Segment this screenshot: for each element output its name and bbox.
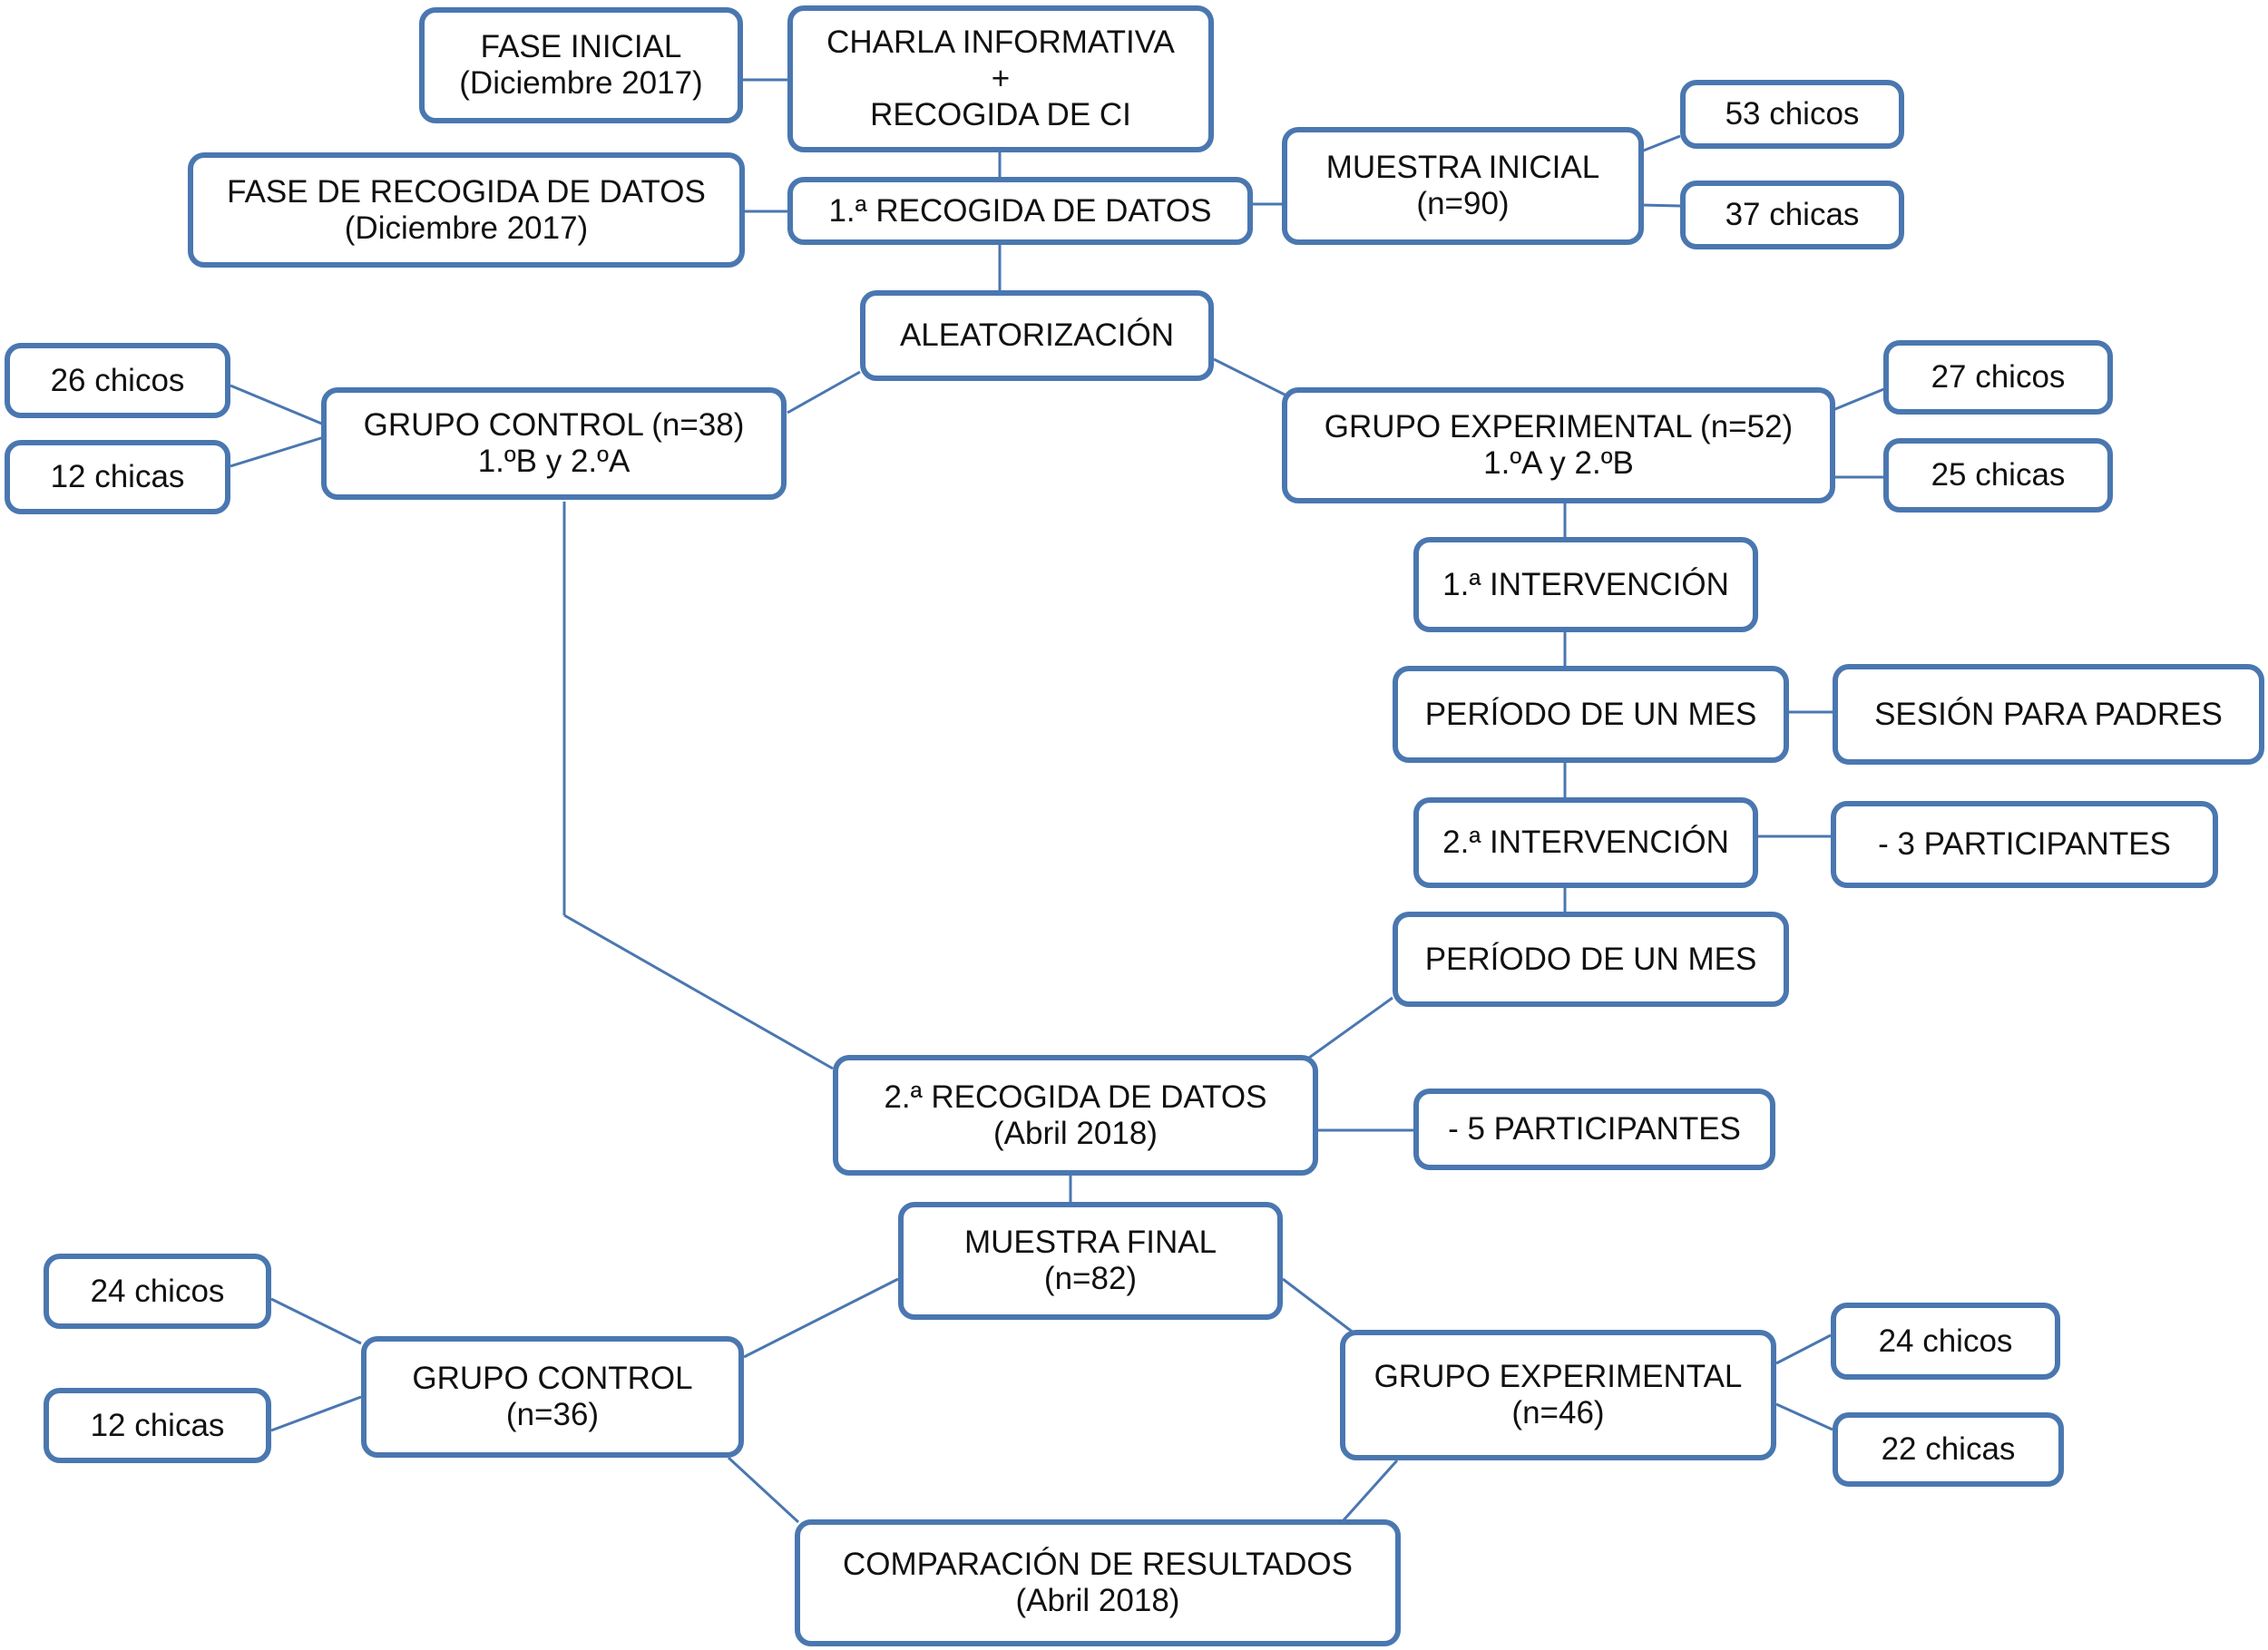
connector-line bbox=[270, 1297, 362, 1345]
node-text: 27 chicos bbox=[1931, 359, 2066, 395]
connector-line bbox=[1640, 134, 1681, 153]
node-text: 25 chicas bbox=[1931, 457, 2066, 493]
connector-line bbox=[1830, 386, 1887, 413]
node-text: 1.ª RECOGIDA DE DATOS bbox=[828, 192, 1212, 229]
node-charla-informativa: CHARLA INFORMATIVA + RECOGIDA DE CI bbox=[787, 5, 1214, 152]
node-grupo-experimental-final-chicas: 22 chicas bbox=[1833, 1412, 2064, 1487]
node-text: 1.ºA y 2.ºB bbox=[1483, 445, 1634, 481]
node-recogida-2: 2.ª RECOGIDA DE DATOS (Abril 2018) bbox=[833, 1055, 1318, 1176]
node-text: MUESTRA INICIAL bbox=[1325, 150, 1600, 185]
connector-line bbox=[743, 1277, 899, 1359]
node-grupo-control-inicial-chicas: 12 chicas bbox=[5, 440, 230, 514]
node-grupo-control-final: GRUPO CONTROL (n=36) bbox=[361, 1336, 744, 1458]
node-aleatorizacion: ALEATORIZACIÓN bbox=[860, 290, 1214, 381]
node-text: 1.ª INTERVENCIÓN bbox=[1442, 566, 1729, 602]
node-muestra-final: MUESTRA FINAL (n=82) bbox=[898, 1202, 1283, 1320]
connector-line bbox=[1213, 357, 1289, 398]
node-text: CHARLA INFORMATIVA bbox=[826, 24, 1175, 60]
node-text: + bbox=[991, 61, 1011, 96]
node-grupo-control-inicial-chicos: 26 chicos bbox=[5, 343, 230, 418]
node-text: (n=90) bbox=[1416, 186, 1510, 221]
node-text: (Diciembre 2017) bbox=[344, 210, 589, 246]
node-text: 26 chicos bbox=[50, 362, 185, 398]
node-intervencion-1: 1.ª INTERVENCIÓN bbox=[1413, 537, 1758, 632]
connector-line bbox=[1775, 1333, 1832, 1365]
node-grupo-experimental-inicial: GRUPO EXPERIMENTAL (n=52) 1.ºA y 2.ºB bbox=[1282, 387, 1835, 503]
node-text: 37 chicas bbox=[1725, 197, 1860, 232]
node-text: 2.ª INTERVENCIÓN bbox=[1442, 825, 1729, 860]
connector-line bbox=[563, 913, 834, 1070]
node-grupo-experimental-final: GRUPO EXPERIMENTAL (n=46) bbox=[1340, 1330, 1776, 1460]
node-text: ALEATORIZACIÓN bbox=[899, 317, 1175, 353]
node-text: (n=46) bbox=[1511, 1395, 1605, 1430]
node-recogida-1: 1.ª RECOGIDA DE DATOS bbox=[787, 177, 1253, 245]
node-menos-5-participantes: - 5 PARTICIPANTES bbox=[1413, 1089, 1775, 1170]
node-grupo-experimental-inicial-chicas: 25 chicas bbox=[1883, 438, 2113, 513]
connector-line bbox=[1282, 1277, 1355, 1335]
node-fase-inicial: FASE INICIAL (Diciembre 2017) bbox=[419, 7, 743, 123]
node-text: GRUPO CONTROL (n=38) bbox=[363, 407, 745, 443]
node-text: 12 chicas bbox=[50, 459, 185, 494]
node-text: GRUPO EXPERIMENTAL bbox=[1374, 1359, 1743, 1394]
node-text: - 3 PARTICIPANTES bbox=[1878, 826, 2171, 862]
node-fase-recogida: FASE DE RECOGIDA DE DATOS (Diciembre 201… bbox=[188, 152, 745, 268]
node-text: 12 chicas bbox=[90, 1407, 225, 1443]
node-grupo-experimental-inicial-chicos: 27 chicos bbox=[1883, 340, 2113, 415]
node-text: (Abril 2018) bbox=[1015, 1583, 1180, 1618]
node-text: (Diciembre 2017) bbox=[459, 65, 703, 101]
node-text: GRUPO CONTROL bbox=[412, 1361, 693, 1396]
node-grupo-control-final-chicos: 24 chicos bbox=[44, 1254, 271, 1329]
connector-line bbox=[1775, 1402, 1833, 1431]
node-grupo-control-inicial: GRUPO CONTROL (n=38) 1.ºB y 2.ºA bbox=[321, 387, 787, 500]
node-grupo-experimental-final-chicos: 24 chicos bbox=[1831, 1303, 2060, 1380]
node-text: 22 chicas bbox=[1881, 1431, 2016, 1467]
node-text: MUESTRA FINAL bbox=[963, 1225, 1217, 1260]
node-muestra-inicial-chicos: 53 chicos bbox=[1680, 80, 1904, 149]
connector-line bbox=[1341, 1459, 1399, 1523]
node-text: (Abril 2018) bbox=[993, 1115, 1158, 1151]
node-text: GRUPO EXPERIMENTAL (n=52) bbox=[1324, 409, 1794, 444]
node-text: RECOGIDA DE CI bbox=[870, 97, 1131, 132]
node-periodo-2: PERÍODO DE UN MES bbox=[1393, 912, 1789, 1007]
node-menos-3-participantes: - 3 PARTICIPANTES bbox=[1831, 801, 2218, 888]
node-text: 1.ºB y 2.ºA bbox=[477, 444, 631, 479]
node-comparacion-resultados: COMPARACIÓN DE RESULTADOS (Abril 2018) bbox=[795, 1519, 1401, 1646]
node-muestra-inicial: MUESTRA INICIAL (n=90) bbox=[1282, 127, 1644, 245]
node-text: PERÍODO DE UN MES bbox=[1424, 696, 1757, 732]
connector-line bbox=[787, 370, 861, 415]
node-grupo-control-final-chicas: 12 chicas bbox=[44, 1388, 271, 1463]
node-periodo-1: PERÍODO DE UN MES bbox=[1393, 666, 1789, 763]
node-text: FASE INICIAL bbox=[480, 29, 682, 64]
node-text: - 5 PARTICIPANTES bbox=[1448, 1111, 1741, 1147]
node-intervencion-2: 2.ª INTERVENCIÓN bbox=[1413, 797, 1758, 888]
connector-line bbox=[230, 435, 325, 468]
node-sesion-padres: SESIÓN PARA PADRES bbox=[1833, 664, 2264, 765]
node-text: COMPARACIÓN DE RESULTADOS bbox=[842, 1547, 1354, 1582]
connector-line bbox=[270, 1395, 362, 1432]
connector-line bbox=[727, 1456, 800, 1524]
node-muestra-inicial-chicas: 37 chicas bbox=[1680, 181, 1904, 249]
node-text: 24 chicos bbox=[1878, 1323, 2013, 1359]
node-text: 24 chicos bbox=[90, 1273, 225, 1309]
connector-line bbox=[1640, 203, 1681, 208]
node-text: (n=82) bbox=[1043, 1261, 1138, 1296]
node-text: PERÍODO DE UN MES bbox=[1424, 941, 1757, 977]
node-text: SESIÓN PARA PADRES bbox=[1874, 696, 2223, 732]
connector-line bbox=[230, 384, 325, 426]
node-text: 2.ª RECOGIDA DE DATOS bbox=[884, 1079, 1267, 1115]
node-text: (n=36) bbox=[505, 1397, 600, 1432]
connector-line bbox=[1308, 996, 1393, 1059]
node-text: 53 chicos bbox=[1725, 96, 1860, 132]
node-text: FASE DE RECOGIDA DE DATOS bbox=[227, 173, 706, 210]
